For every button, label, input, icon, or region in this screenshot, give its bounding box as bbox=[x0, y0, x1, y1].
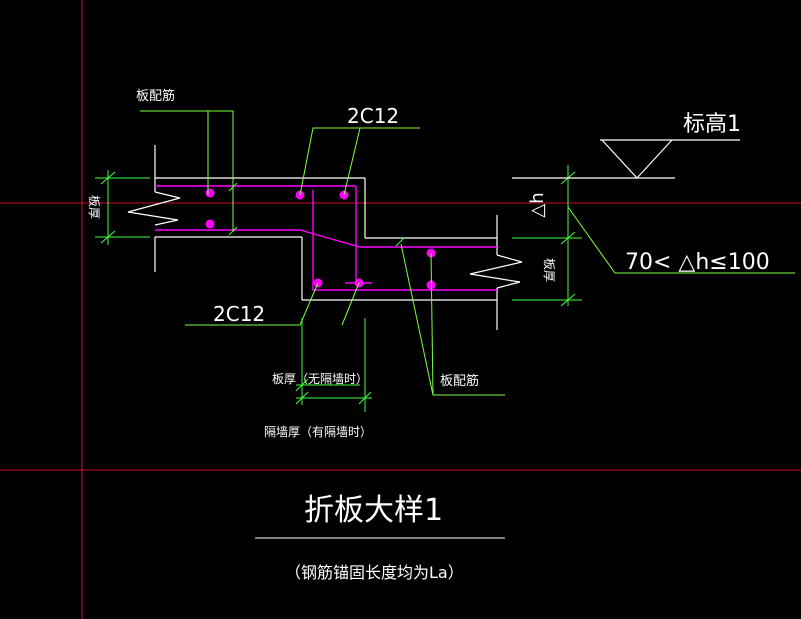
label-slab-thickness-right: 板厚 bbox=[542, 258, 556, 282]
label-wall-thickness: 隔墙厚（有隔墙时） bbox=[264, 425, 372, 439]
label-slab-thickness-no-wall: 板厚（无隔墙时） bbox=[272, 372, 368, 386]
leader-lines bbox=[140, 110, 795, 396]
label-bars-top: 2C12 bbox=[347, 104, 399, 128]
rebar-dot bbox=[205, 219, 215, 229]
rebar-dots bbox=[205, 188, 436, 290]
break-line-right bbox=[469, 254, 523, 289]
rebar-lines bbox=[155, 185, 497, 291]
label-slab-rebar-right: 板配筋 bbox=[440, 373, 479, 389]
label-condition: 70< △h≤100 bbox=[625, 250, 770, 275]
label-slab-rebar-top: 板配筋 bbox=[136, 88, 175, 104]
label-bars-bottom: 2C12 bbox=[213, 302, 265, 326]
drawing-title: 折板大样1 bbox=[304, 493, 443, 528]
elevation-symbol bbox=[512, 139, 740, 179]
rebar-dot bbox=[205, 188, 215, 198]
break-line-left bbox=[127, 191, 181, 226]
drawing-note: （钢筋锚固长度均为La） bbox=[285, 563, 464, 582]
label-delta-h: △h bbox=[527, 192, 548, 217]
slab-outline bbox=[127, 145, 523, 330]
label-elevation: 标高1 bbox=[683, 112, 741, 137]
label-slab-thickness: 板厚 bbox=[87, 195, 101, 219]
